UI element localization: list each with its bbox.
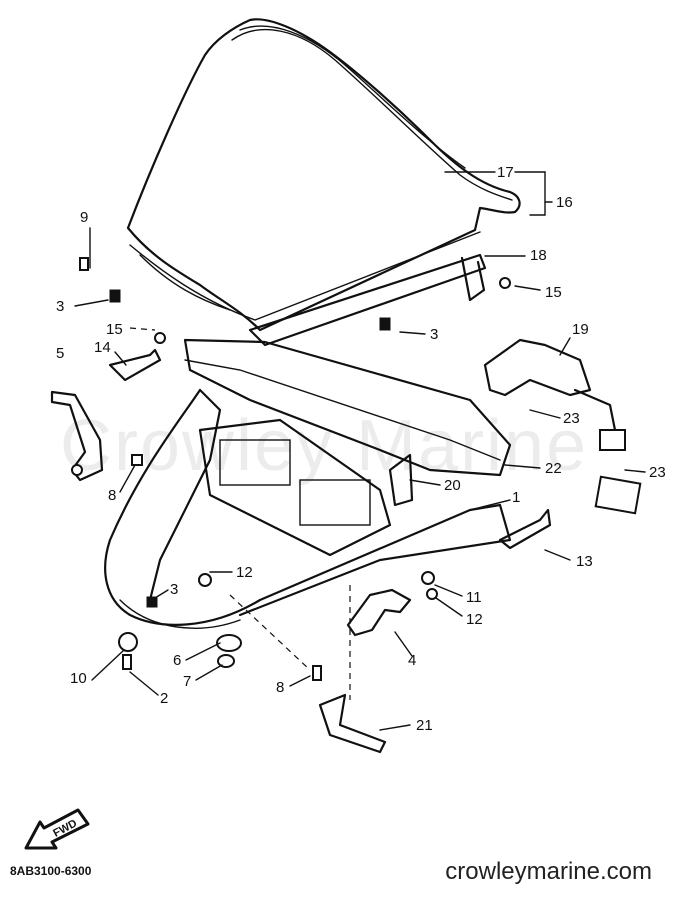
callout-labels: 17 16 9 18 15 3 3 15 19 5 14 23 22 23 8 … bbox=[56, 164, 666, 734]
callout-13: 13 bbox=[576, 553, 593, 570]
arrow-icon: FWD bbox=[24, 808, 90, 850]
callout-6: 6 bbox=[173, 652, 181, 669]
callout-14: 14 bbox=[94, 339, 111, 356]
bracket-19-drawing bbox=[483, 338, 642, 515]
site-name: crowleymarine.com bbox=[445, 858, 652, 885]
callout-8-lower: 8 bbox=[276, 679, 284, 696]
forward-direction-arrow: FWD bbox=[22, 806, 96, 854]
callout-21: 21 bbox=[416, 717, 433, 734]
callout-19: 19 bbox=[572, 321, 589, 338]
cowl-frame-drawing bbox=[104, 338, 512, 629]
fasteners-drawing bbox=[79, 257, 438, 681]
callout-16: 16 bbox=[556, 194, 573, 211]
callout-10: 10 bbox=[70, 670, 87, 687]
bracket-14-drawing bbox=[108, 332, 166, 382]
callout-5: 5 bbox=[56, 345, 64, 362]
callout-3-right: 3 bbox=[430, 326, 438, 343]
callout-12-left: 12 bbox=[236, 564, 253, 581]
callout-8-upper: 8 bbox=[108, 487, 116, 504]
bracket-13-drawing bbox=[498, 508, 552, 550]
callout-15-left: 15 bbox=[106, 321, 123, 338]
callout-18: 18 bbox=[530, 247, 547, 264]
bracket-5-drawing bbox=[50, 390, 104, 482]
leader-lines bbox=[74, 171, 646, 731]
drawing-code: 8AB3100-6300 bbox=[10, 864, 92, 878]
callout-23-upper: 23 bbox=[563, 410, 580, 427]
callout-23-lower: 23 bbox=[649, 464, 666, 481]
callout-15-upper: 15 bbox=[545, 284, 562, 301]
callout-20: 20 bbox=[444, 477, 461, 494]
callout-22: 22 bbox=[545, 460, 562, 477]
callout-11: 11 bbox=[466, 589, 482, 606]
callout-4: 4 bbox=[408, 652, 416, 669]
callout-12-right: 12 bbox=[466, 611, 483, 628]
callout-2: 2 bbox=[160, 690, 168, 707]
bracket-21-drawing bbox=[318, 693, 387, 754]
callout-1: 1 bbox=[512, 489, 520, 506]
watermark-text: Crowley Marine bbox=[60, 406, 588, 486]
callout-7: 7 bbox=[183, 673, 191, 690]
mounting-strip-drawing bbox=[248, 253, 511, 347]
bracket-4-drawing bbox=[346, 588, 412, 637]
callout-3-left: 3 bbox=[56, 298, 64, 315]
windshield-drawing bbox=[126, 18, 521, 332]
callout-17: 17 bbox=[497, 164, 514, 181]
instrument-panel-drawing bbox=[198, 418, 414, 557]
callout-3-lower: 3 bbox=[170, 581, 178, 598]
callout-9: 9 bbox=[80, 209, 88, 226]
